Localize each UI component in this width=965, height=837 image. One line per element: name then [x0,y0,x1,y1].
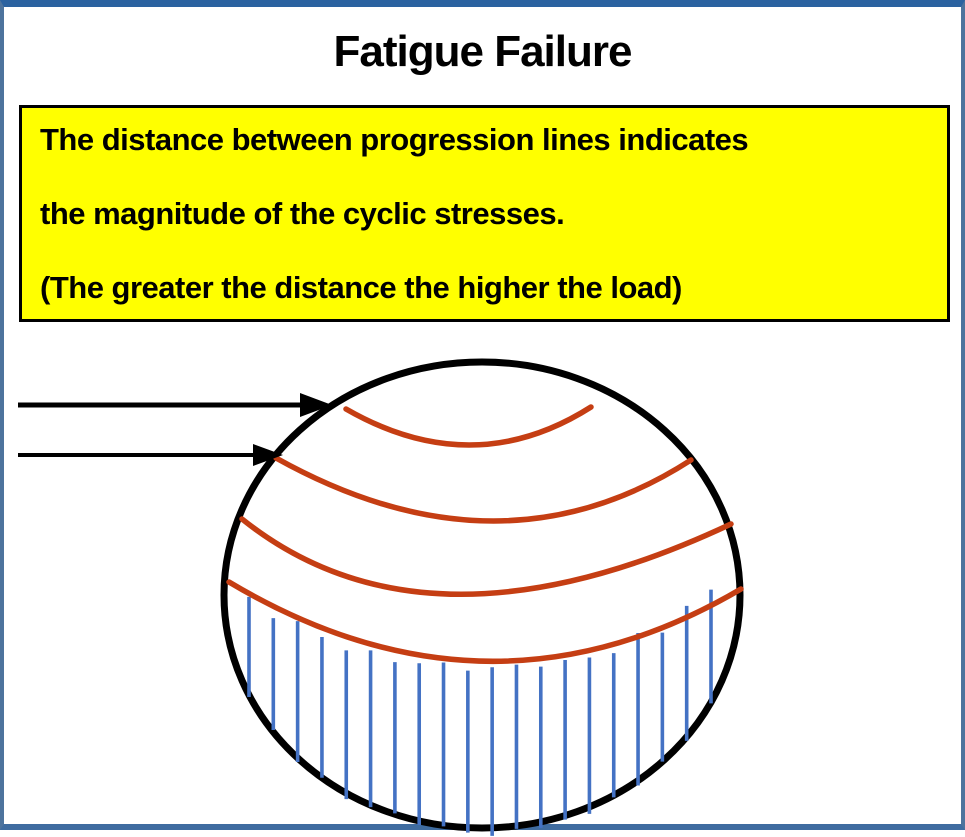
fracture-diagram-svg [18,358,744,836]
info-box-line-3: (The greater the distance the higher the… [40,270,682,306]
info-box: The distance between progression lines i… [19,105,950,322]
progression-line [343,404,594,448]
progression-line [226,579,744,664]
info-box-line-2: the magnitude of the cyclic stresses. [40,196,565,232]
load-arrow-head [300,393,332,417]
load-arrow-head [253,444,283,466]
info-box-line-1: The distance between progression lines i… [40,122,749,157]
progression-line [273,455,694,524]
page-title: Fatigue Failure [333,27,633,76]
progression-line [239,516,734,597]
